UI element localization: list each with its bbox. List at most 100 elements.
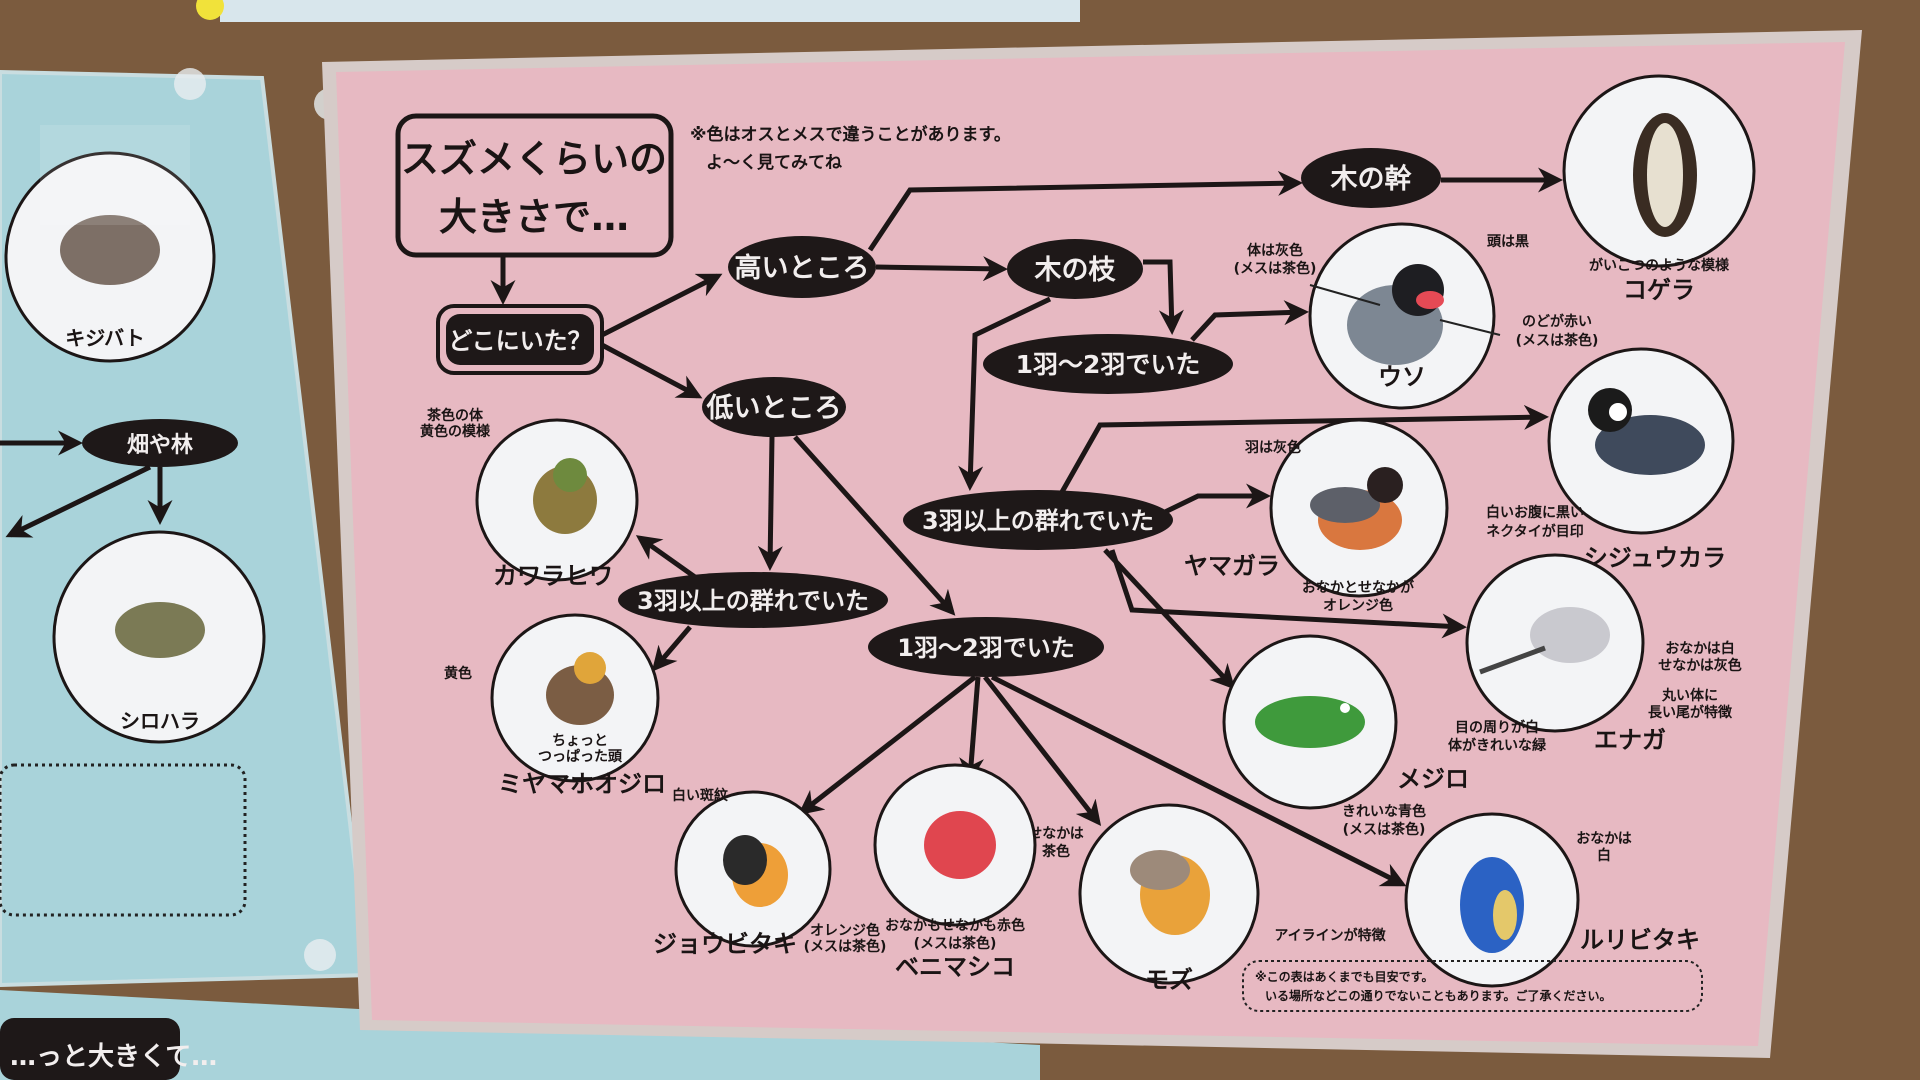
footer-line-1: ※この表はあくまでも目安です。 — [1255, 969, 1433, 984]
bird-note: 長い尾が特徴 — [1648, 704, 1733, 721]
bird-name: エナガ — [1594, 726, 1666, 754]
node-label: 畑や林 — [127, 433, 193, 458]
node-label: 木の幹 — [1330, 163, 1413, 195]
bird-note: オレンジ色 — [1323, 597, 1393, 614]
bird-note: 黄色 — [444, 665, 472, 682]
bird-note: おなかもせなかも赤色 — [885, 917, 1025, 934]
footer-note-box — [1242, 960, 1703, 1012]
bird-name: コゲラ — [1623, 276, 1695, 304]
bird-note: おなかとせなかが — [1302, 579, 1415, 596]
node-label: 1羽〜2羽でいた — [1016, 350, 1201, 379]
node-low-few: 1羽〜2羽でいた — [868, 617, 1104, 677]
bird-name: シロハラ — [120, 709, 200, 733]
bird-ruribitaki: きれいな青色 (メスは茶色) おなかは 白 ルリビタキ — [1342, 803, 1700, 988]
bird-shijukara: 白いお腹に黒い ネクタイが目印 シジュウカラ — [1486, 347, 1735, 572]
start-label: どこにいた？ — [448, 327, 591, 355]
bird-name: ヤマガラ — [1184, 552, 1280, 580]
bird-note: おなかは白 — [1665, 640, 1734, 657]
bird-note: ちょっと — [552, 733, 608, 749]
node-label: 3羽以上の群れでいた — [922, 507, 1154, 535]
bird-note: (メスは茶色) — [914, 935, 997, 952]
node-high: 高いところ — [728, 236, 876, 298]
bird-mejiro: 目の周りが白 体がきれいな緑 メジロ — [1222, 634, 1547, 810]
bird-note: ネクタイが目印 — [1486, 523, 1583, 540]
node-trunk: 木の幹 — [1301, 148, 1441, 208]
bird-name: ミヤマホオジロ — [498, 770, 666, 798]
shirohara-illustration — [115, 602, 205, 658]
bird-note: 丸い体に — [1661, 687, 1718, 704]
bird-note: 茶色 — [1041, 843, 1070, 860]
bird-name: ベニマシコ — [895, 953, 1015, 981]
mejiro-illustration — [1255, 696, 1365, 748]
bird-kogera: がいこつのような模様 コゲラ — [1562, 74, 1756, 304]
bird-name: ルリビタキ — [1580, 926, 1700, 954]
bird-name: カワラヒワ — [493, 562, 613, 590]
note-line-2: よ〜く見てみてね — [706, 153, 842, 173]
title-line-1: スズメくらいの — [401, 137, 667, 181]
bird-note: 頭は黒 — [1487, 234, 1529, 250]
bird-note: のどが赤い — [1522, 313, 1592, 330]
bird-kawarahiwa: 茶色の体 黄色の模様 カワラヒワ — [420, 407, 639, 590]
bird-note: きれいな青色 — [1342, 803, 1426, 820]
left-poster: キジバト 畑や林 シロハラ …っと大きくて… — [0, 69, 1040, 1080]
bird-mozu: せなかは 茶色 アイラインが特徴 モズ — [1028, 803, 1387, 994]
push-pin-icon — [174, 68, 206, 100]
bird-benimashiko: おなかもせなかも赤色 (メスは茶色) ベニマシコ — [873, 763, 1037, 981]
node-low: 低いところ — [702, 377, 846, 437]
bird-note: 茶色の体 — [426, 407, 484, 424]
node-label: 低いところ — [706, 393, 842, 424]
bird-note: せなかは灰色 — [1658, 657, 1741, 674]
bird-note: 白いお腹に黒い — [1486, 504, 1584, 521]
bottom-banner-text: …っと大きくて… — [10, 1042, 217, 1072]
node-label: 3羽以上の群れでいた — [637, 587, 869, 615]
node-label: 木の枝 — [1034, 255, 1117, 286]
bird-note: オレンジ色 — [810, 922, 880, 939]
node-low-flock: 3羽以上の群れでいた — [618, 572, 888, 628]
shijukara-illustration — [1595, 415, 1705, 475]
title-box — [395, 113, 674, 258]
bird-miyamahoojiro: 黄色 ちょっと つっぱった頭 ミヤマホオジロ — [444, 613, 666, 798]
bird-note: 白い斑紋 — [672, 787, 728, 804]
bird-note: (メスは茶色) — [804, 938, 887, 955]
start-box — [436, 304, 604, 375]
bird-note: がいこつのような模様 — [1589, 257, 1730, 274]
bird-note: 黄色の模様 — [420, 423, 491, 440]
node-high-few: 1羽〜2羽でいた — [983, 334, 1233, 394]
benimashiko-illustration — [924, 811, 996, 879]
bird-name: シジュウカラ — [1584, 544, 1726, 572]
bird-note: (メスは茶色) — [1343, 821, 1426, 838]
bird-note: (メスは茶色) — [1516, 332, 1599, 349]
bird-name: ジョウビタキ — [653, 930, 797, 958]
node-label: 1羽〜2羽でいた — [897, 634, 1074, 662]
footer-line-2: いる場所などこの通りでないこともあります。ご了承ください。 — [1265, 988, 1611, 1003]
bird-uso: 体は灰色 (メスは茶色) 頭は黒 のどが赤い (メスは茶色) ウソ — [1234, 222, 1599, 410]
kijibato-illustration — [60, 215, 160, 285]
bird-name: メジロ — [1397, 765, 1469, 793]
bottom-poster — [0, 990, 1040, 1080]
node-label: 高いところ — [735, 252, 870, 284]
bird-note: 体は灰色 — [1247, 242, 1303, 259]
bird-note: つっぱった頭 — [538, 748, 623, 765]
push-pin-icon — [304, 939, 336, 971]
bird-note: 白 — [1597, 847, 1611, 864]
node-branch: 木の枝 — [1007, 239, 1143, 299]
node-high-flock: 3羽以上の群れでいた — [903, 490, 1173, 550]
bird-name: モズ — [1145, 966, 1193, 994]
enaga-illustration — [1530, 607, 1610, 663]
bird-joubitaki: 白い斑紋 オレンジ色 (メスは茶色) ジョウビタキ — [653, 787, 886, 958]
bird-note: アイラインが特徴 — [1274, 927, 1386, 944]
bird-note: 体がきれいな緑 — [1448, 737, 1547, 754]
bird-yamagara: 羽は灰色 ヤマガラ おなかとせなかが オレンジ色 — [1184, 418, 1449, 614]
left-note-box — [0, 763, 247, 917]
bird-name: ウソ — [1378, 363, 1426, 391]
bird-note: 羽は灰色 — [1245, 439, 1301, 456]
bird-enaga: おなかは白 せなかは灰色 丸い体に 長い尾が特徴 エナガ — [1465, 553, 1742, 754]
title-line-2: 大きさで… — [439, 195, 629, 239]
bird-note: せなかは — [1028, 826, 1083, 842]
note-line-1: ※色はオスとメスで違うことがあります。 — [690, 124, 1011, 145]
bird-note: 目の周りが白 — [1455, 719, 1539, 736]
node-habitat — [82, 419, 238, 467]
flow-arrows — [490, 167, 1563, 887]
bird-note: おなかは — [1576, 831, 1631, 847]
